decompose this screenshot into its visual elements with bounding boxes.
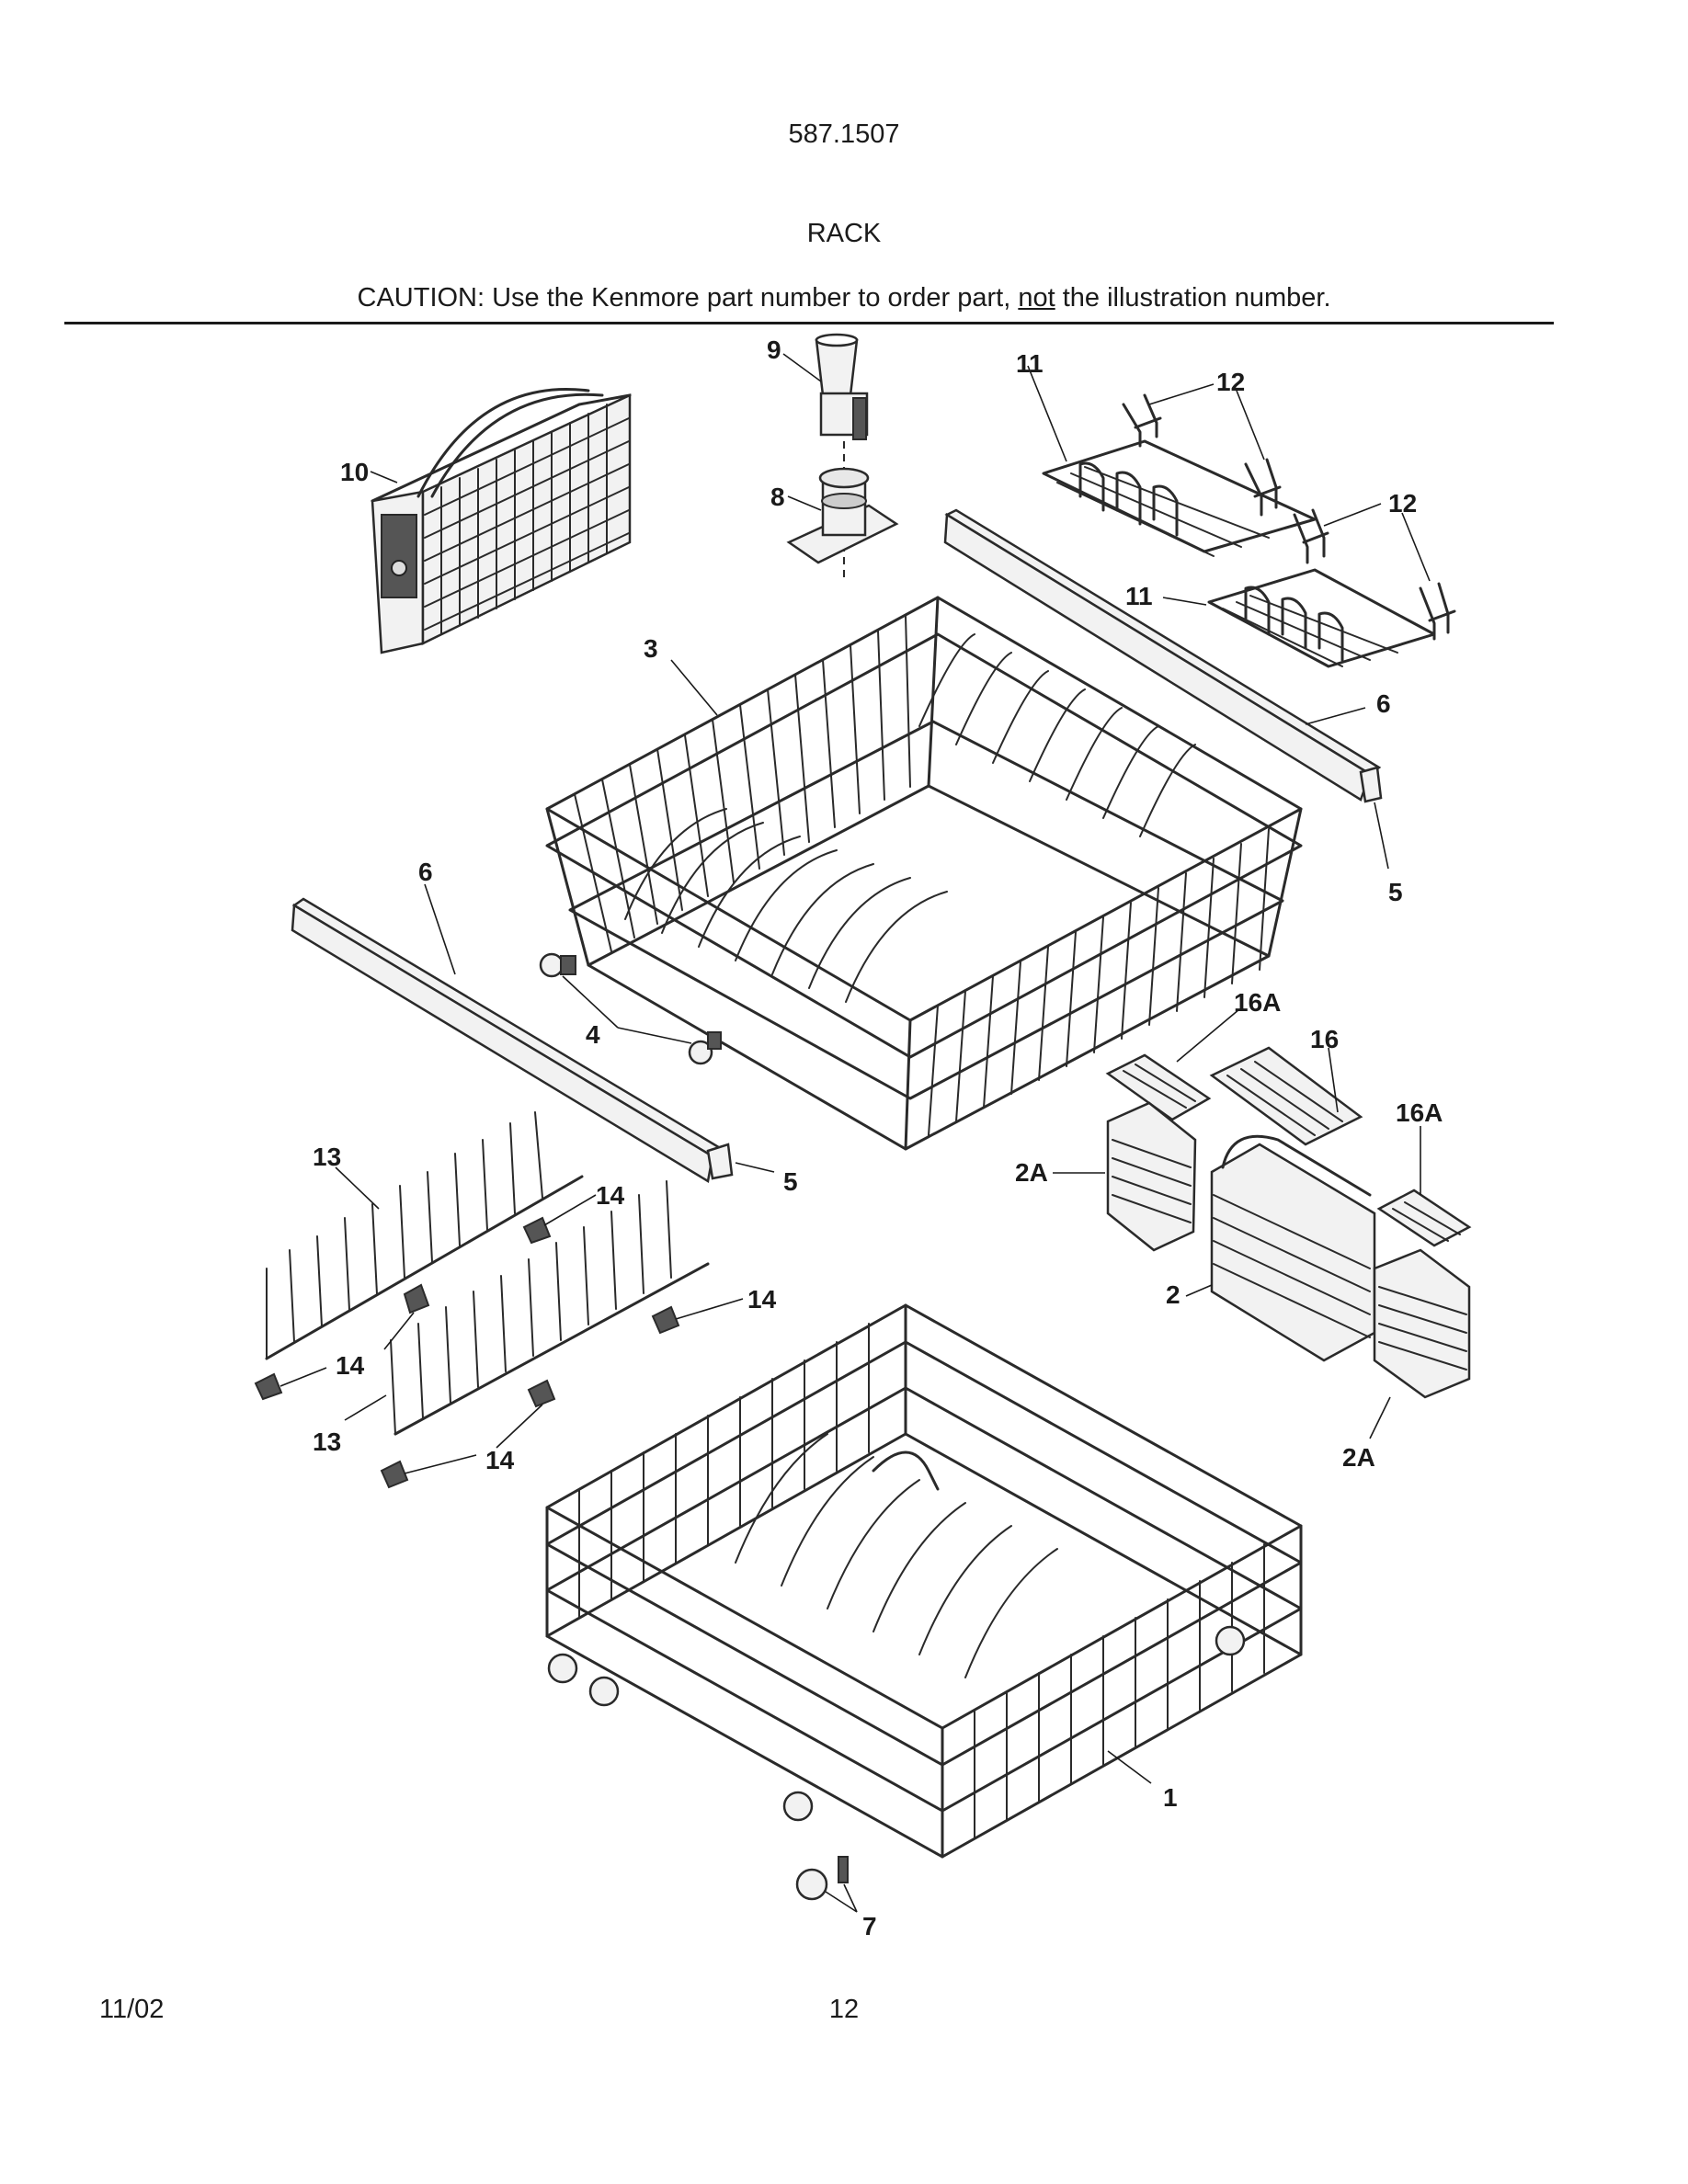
callout-14-a: 14 [596, 1181, 625, 1210]
callout-12-a: 12 [1216, 368, 1245, 396]
lower-rack-wheels [547, 1625, 1246, 1822]
callout-2: 2 [1166, 1280, 1180, 1309]
callout-9: 9 [767, 336, 781, 364]
callout-2a-lower: 2A [1342, 1443, 1375, 1472]
part-13-tine-row-upper [265, 1111, 584, 1360]
callout-12-b: 12 [1388, 489, 1417, 518]
callout-10: 10 [340, 458, 369, 486]
callout-16a-left: 16A [1234, 988, 1281, 1017]
part-12-clip-b [1244, 458, 1282, 517]
part-14-clip-e [527, 1379, 556, 1408]
part-7-wheel-axle [795, 1856, 849, 1901]
header-divider [64, 322, 1554, 324]
part-8-mount [786, 467, 899, 564]
part-11-cup-shelf-lower [1207, 568, 1436, 668]
callout-7: 7 [862, 1912, 877, 1940]
part-16-lid [1209, 1046, 1363, 1146]
caution-suffix: the illustration number. [1055, 283, 1331, 313]
callout-3: 3 [644, 634, 658, 663]
callout-14-b: 14 [747, 1285, 777, 1314]
part-3-upper-rack [545, 596, 1303, 1151]
part-12-clip-a [1122, 393, 1162, 448]
part-12-clip-d [1419, 582, 1456, 641]
part-14-clip-c [651, 1305, 680, 1335]
part-14-clip-a [522, 1216, 552, 1245]
callout-8: 8 [770, 483, 785, 511]
callout-14-d: 14 [485, 1446, 515, 1474]
section-title: RACK [806, 219, 882, 248]
part-2a-basket-lower [1373, 1248, 1471, 1399]
part-14-clip-b [403, 1283, 430, 1314]
callout-13-upper: 13 [313, 1143, 341, 1171]
callout-11-mid: 11 [1125, 582, 1153, 610]
callout-16: 16 [1310, 1025, 1339, 1053]
callout-11-top: 11 [1016, 349, 1044, 378]
part-11-cup-shelf-upper [1042, 439, 1317, 557]
footer-page-number: 12 [828, 1995, 860, 2024]
part-2a-basket-upper [1106, 1101, 1197, 1252]
footer-date: 11/02 [99, 1995, 165, 2024]
caution-underlined: not [1018, 283, 1055, 313]
part-14-clip-f [380, 1460, 409, 1489]
caution-note: CAUTION: Use the Kenmore part number to … [0, 283, 1688, 313]
model-number: 587.1507 [788, 119, 900, 149]
part-10-silverware-basket [371, 388, 632, 654]
part-4-roller-a [539, 952, 576, 978]
part-1-lower-rack [545, 1303, 1303, 1859]
callout-1: 1 [1163, 1783, 1178, 1812]
part-9-nozzle [815, 333, 869, 440]
part-13-tine-row-lower [390, 1180, 710, 1436]
part-14-clip-d [254, 1372, 283, 1401]
part-6-rail-right [943, 508, 1382, 802]
part-16a-lid-right [1376, 1189, 1472, 1247]
callout-13-lower: 13 [313, 1428, 341, 1456]
callout-4: 4 [586, 1020, 600, 1049]
callout-14-c: 14 [336, 1351, 365, 1380]
part-5-stop-right [1359, 766, 1383, 803]
callout-6-left: 6 [418, 858, 433, 886]
callout-6-right: 6 [1376, 689, 1391, 718]
part-5-stop-left [706, 1143, 734, 1180]
callout-16a-right: 16A [1396, 1098, 1443, 1127]
part-4-roller-b [688, 1031, 722, 1065]
part-2-basket [1210, 1134, 1376, 1362]
callout-5-left: 5 [783, 1167, 798, 1196]
caution-prefix: CAUTION: Use the Kenmore part number to … [357, 283, 1019, 313]
part-12-clip-c [1293, 508, 1329, 564]
callout-2a-upper: 2A [1015, 1158, 1048, 1187]
part-6-rail-left [291, 897, 724, 1184]
callout-5-right: 5 [1388, 878, 1403, 906]
